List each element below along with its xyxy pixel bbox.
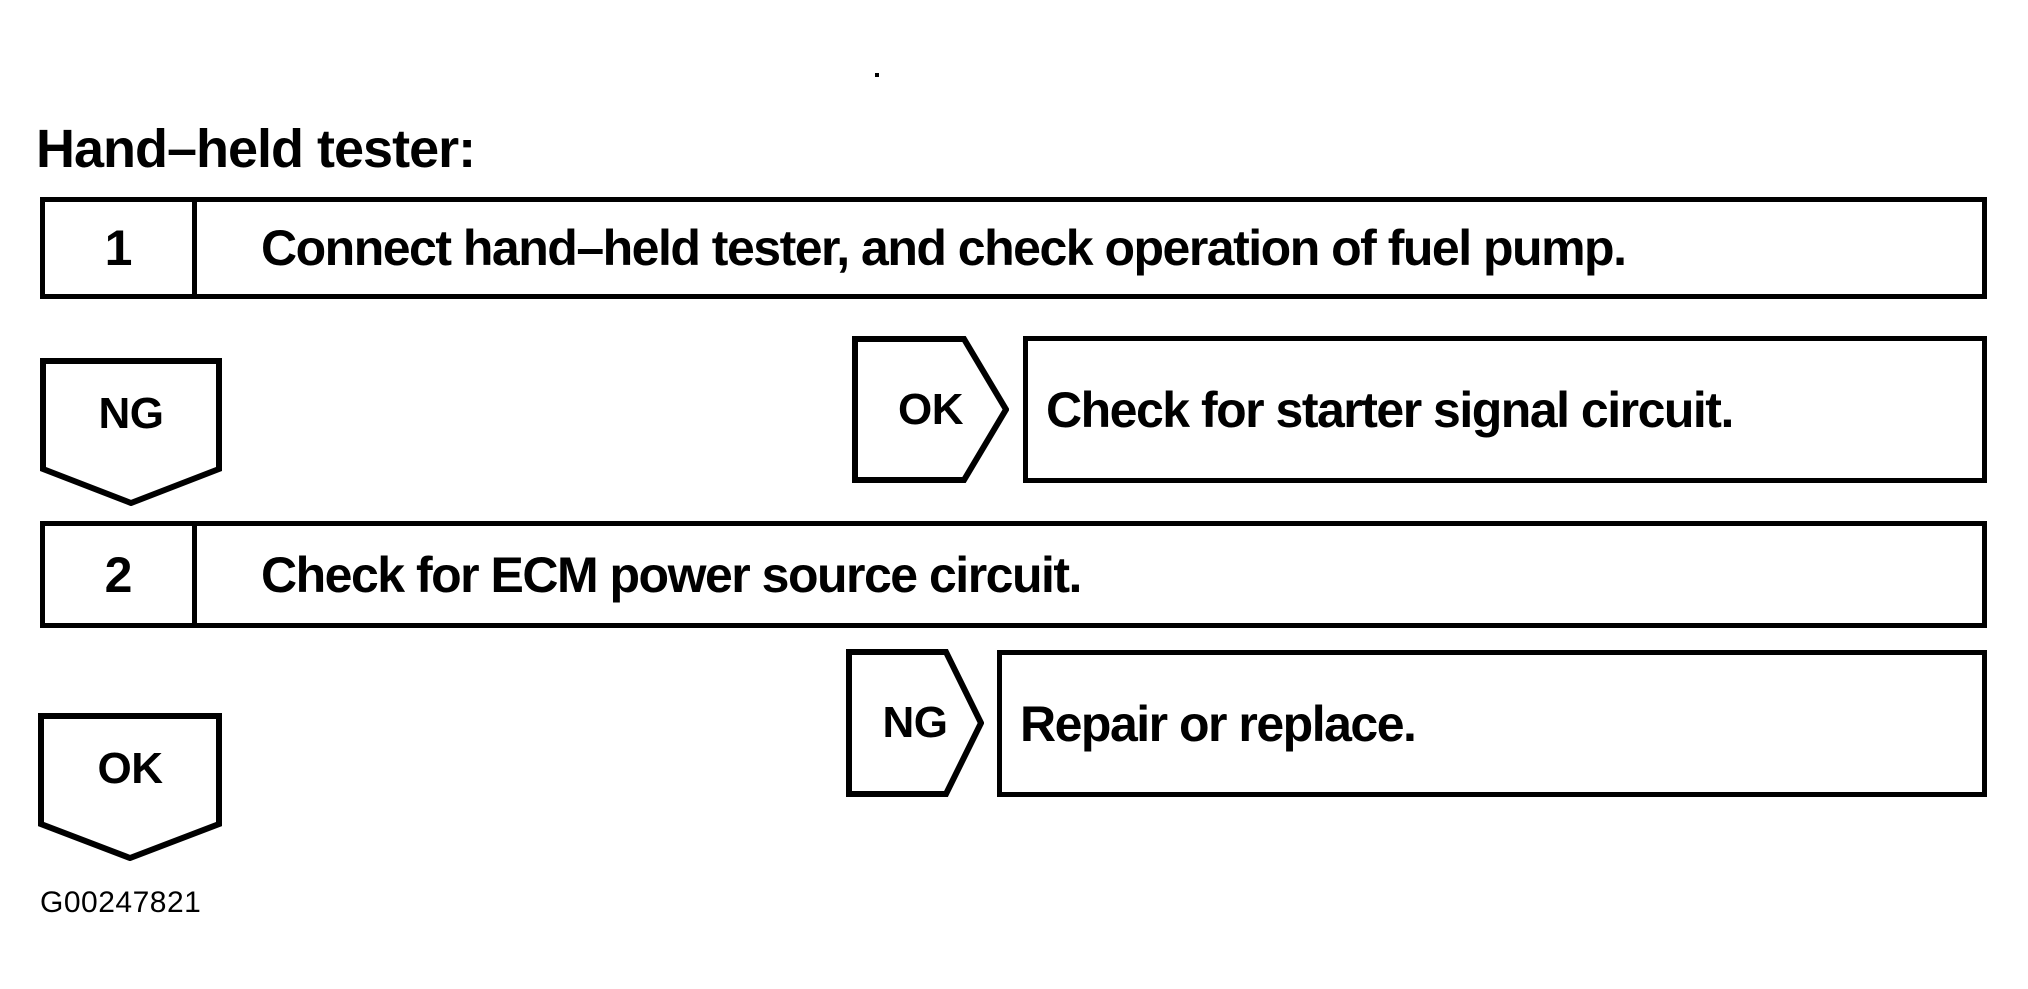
step-number-cell: 1 xyxy=(45,202,197,294)
down-arrow-pentagon-icon xyxy=(38,713,222,861)
result-box-1: Check for starter signal circuit. xyxy=(1023,336,1987,483)
connector-step1-ng-down: NG xyxy=(40,358,222,506)
connector-step2-ng-right: NG xyxy=(846,649,984,797)
result-text: Check for starter signal circuit. xyxy=(1046,381,1734,438)
down-arrow-pentagon-icon xyxy=(40,358,222,506)
step-number-cell: 2 xyxy=(45,526,197,623)
scan-artifact-dot xyxy=(875,73,879,77)
figure-code: G00247821 xyxy=(40,886,202,919)
step-instruction: Check for ECM power source circuit. xyxy=(261,546,1082,603)
page-title: Hand–held tester: xyxy=(36,119,476,179)
step-instruction-cell: Connect hand–held tester, and check oper… xyxy=(197,202,1982,294)
right-arrow-pentagon-icon xyxy=(852,336,1009,483)
result-box-2: Repair or replace. xyxy=(997,650,1987,797)
result-text: Repair or replace. xyxy=(1020,695,1417,752)
connector-label: NG xyxy=(98,388,165,438)
step-row-2: 2 Check for ECM power source circuit. xyxy=(40,521,1987,628)
connector-label: OK xyxy=(898,384,964,434)
connector-label: OK xyxy=(97,743,164,793)
connector-step1-ok-right: OK xyxy=(852,336,1009,483)
step-number: 1 xyxy=(104,220,133,276)
step-row-1: 1 Connect hand–held tester, and check op… xyxy=(40,197,1987,299)
step-number: 2 xyxy=(104,546,133,603)
step-instruction: Connect hand–held tester, and check oper… xyxy=(261,220,1627,276)
right-arrow-pentagon-icon xyxy=(846,649,984,797)
connector-label: NG xyxy=(882,698,949,747)
step-instruction-cell: Check for ECM power source circuit. xyxy=(197,526,1982,623)
connector-step2-ok-down: OK xyxy=(38,713,222,861)
